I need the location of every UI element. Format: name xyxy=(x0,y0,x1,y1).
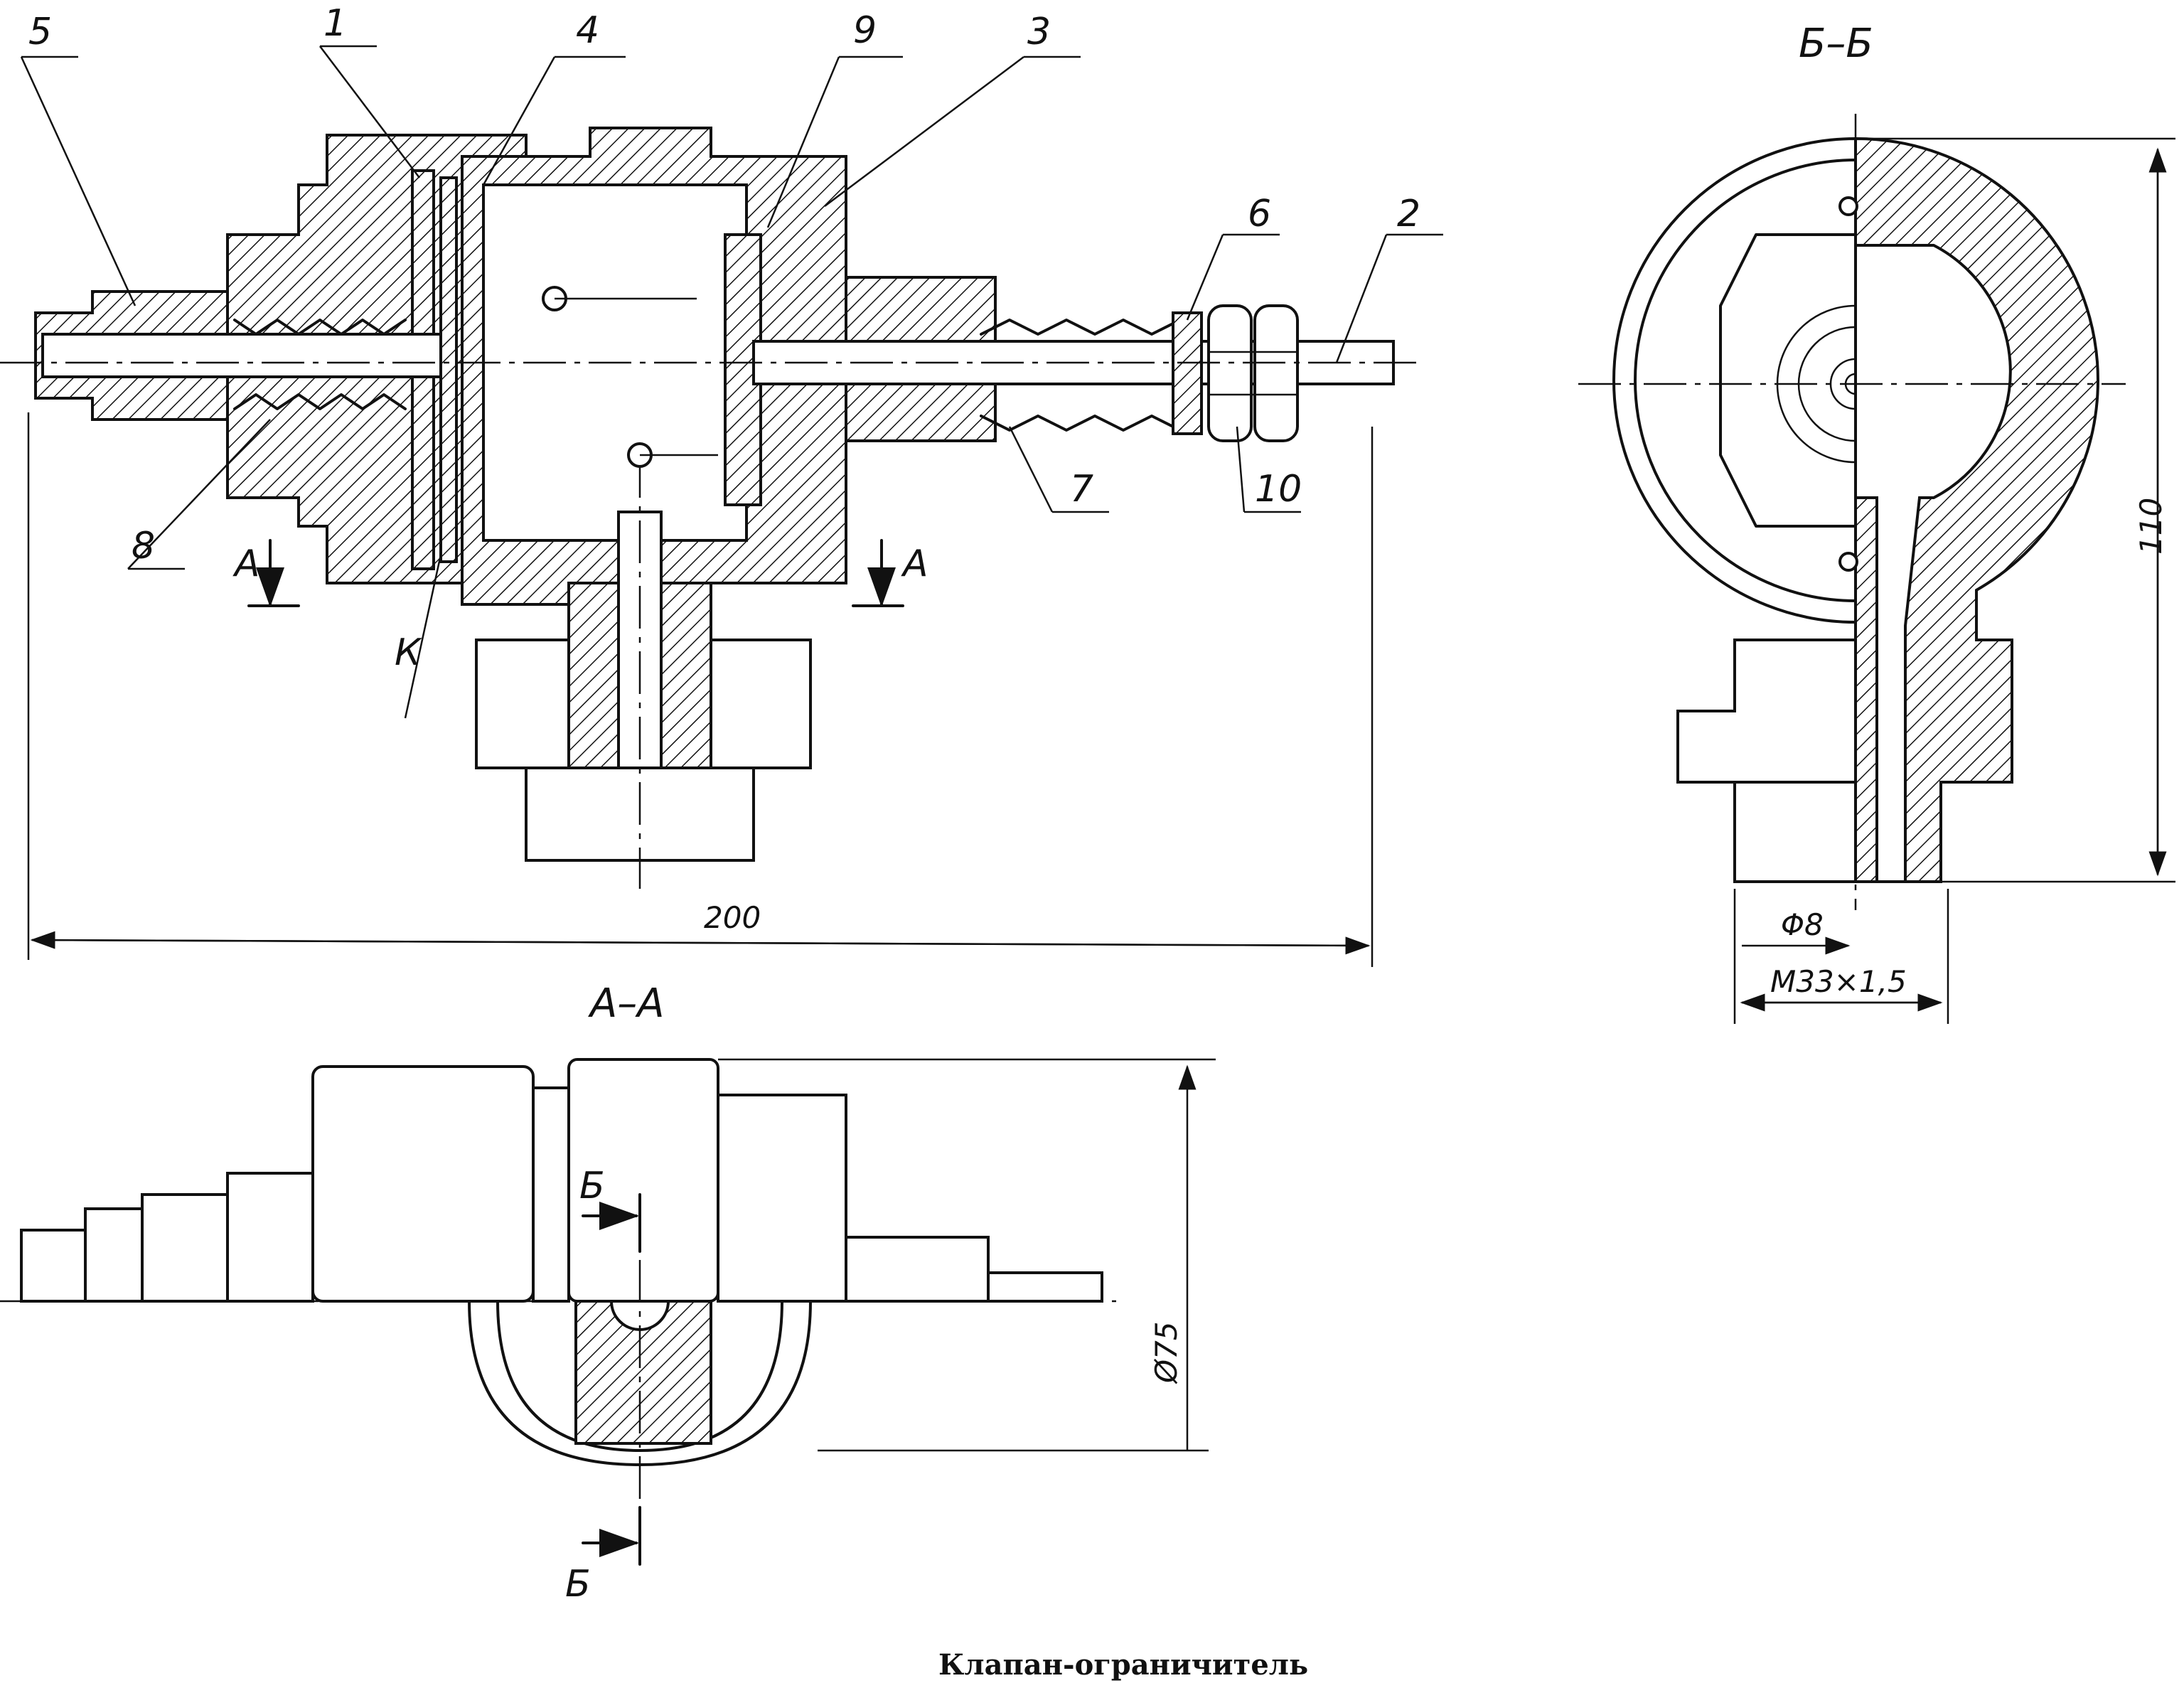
section-a-left-mark: A xyxy=(232,543,260,585)
drawing-caption: Клапан-ограничитель xyxy=(938,1648,1308,1682)
section-bb-title: Б–Б xyxy=(1799,21,1873,67)
part-4-label: 4 xyxy=(576,9,599,52)
dimension-thread: М33×1,5 xyxy=(1770,964,1907,999)
view-aa xyxy=(0,1058,1216,1566)
part-8-label: 8 xyxy=(132,525,155,567)
part-5-label: 5 xyxy=(28,11,52,53)
part-10-label: 10 xyxy=(1255,468,1302,511)
part-9-label: 9 xyxy=(853,9,877,52)
part-3-label: 3 xyxy=(1027,11,1051,53)
section-aa-title: А–А xyxy=(588,981,665,1027)
part-6-label: 6 xyxy=(1248,193,1271,235)
section-b-bottom-mark: Б xyxy=(565,1563,591,1606)
view-bb xyxy=(1578,114,2175,1024)
part-2-label: 2 xyxy=(1397,193,1420,235)
k-mark: К xyxy=(395,631,422,674)
washer xyxy=(1172,311,1203,435)
inlet-bore xyxy=(41,333,442,378)
leader-lines xyxy=(20,45,1443,570)
left-spring xyxy=(233,319,407,410)
section-a-marks xyxy=(247,539,904,719)
dimension-bore: Φ8 xyxy=(1781,907,1824,942)
section-a-right-mark: A xyxy=(901,543,928,585)
union-nut-left xyxy=(475,639,570,769)
section-b-top-mark: Б xyxy=(579,1165,605,1207)
diaphragm-plate-2 xyxy=(439,176,458,563)
dimension-length: 200 xyxy=(704,900,761,935)
dimension-diameter: Ø75 xyxy=(1149,1321,1184,1384)
lock-nuts xyxy=(1207,304,1299,442)
dimension-200 xyxy=(27,412,1374,967)
right-spring xyxy=(980,319,1182,432)
part-1-label: 1 xyxy=(323,2,347,45)
main-section-view xyxy=(0,127,1422,889)
part-7-label: 7 xyxy=(1070,468,1093,511)
union-nut-right xyxy=(710,639,812,769)
dimension-height: 110 xyxy=(2134,498,2168,555)
